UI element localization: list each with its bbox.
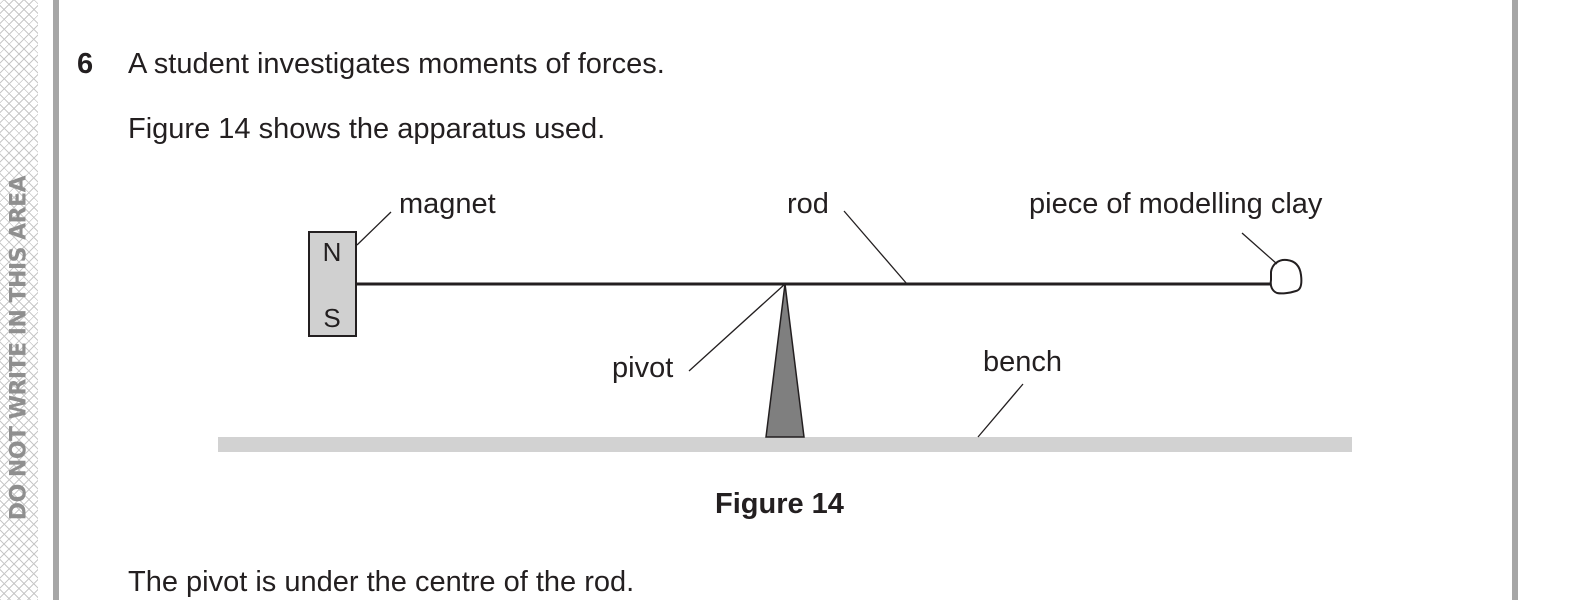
rod-leader-line bbox=[843, 210, 908, 285]
bench-leader-line bbox=[977, 383, 1024, 438]
question-intro: A student investigates moments of forces… bbox=[128, 48, 665, 80]
bench bbox=[218, 437, 1352, 452]
magnet bbox=[308, 231, 357, 337]
figure-caption: Figure 14 bbox=[715, 488, 844, 520]
page-border-left bbox=[53, 0, 59, 600]
no-write-margin bbox=[0, 0, 38, 600]
rod-label: rod bbox=[787, 188, 829, 220]
magnet-north-pole: N bbox=[323, 237, 342, 267]
pivot-statement: The pivot is under the centre of the rod… bbox=[128, 566, 635, 598]
bench-label: bench bbox=[983, 346, 1062, 378]
magnet-leader-line bbox=[356, 211, 392, 246]
page-border-right bbox=[1512, 0, 1518, 600]
pivot bbox=[765, 283, 805, 438]
clay-label: piece of modelling clay bbox=[1029, 188, 1323, 220]
clay-leader-line bbox=[1241, 232, 1278, 265]
pivot-leader-line bbox=[688, 283, 786, 372]
magnet-label: magnet bbox=[399, 188, 496, 220]
pivot-label: pivot bbox=[612, 352, 673, 384]
modelling-clay bbox=[1269, 258, 1303, 295]
figure-reference: Figure 14 shows the apparatus used. bbox=[128, 113, 606, 145]
question-number: 6 bbox=[77, 48, 94, 80]
magnet-south-pole: S bbox=[323, 303, 340, 333]
